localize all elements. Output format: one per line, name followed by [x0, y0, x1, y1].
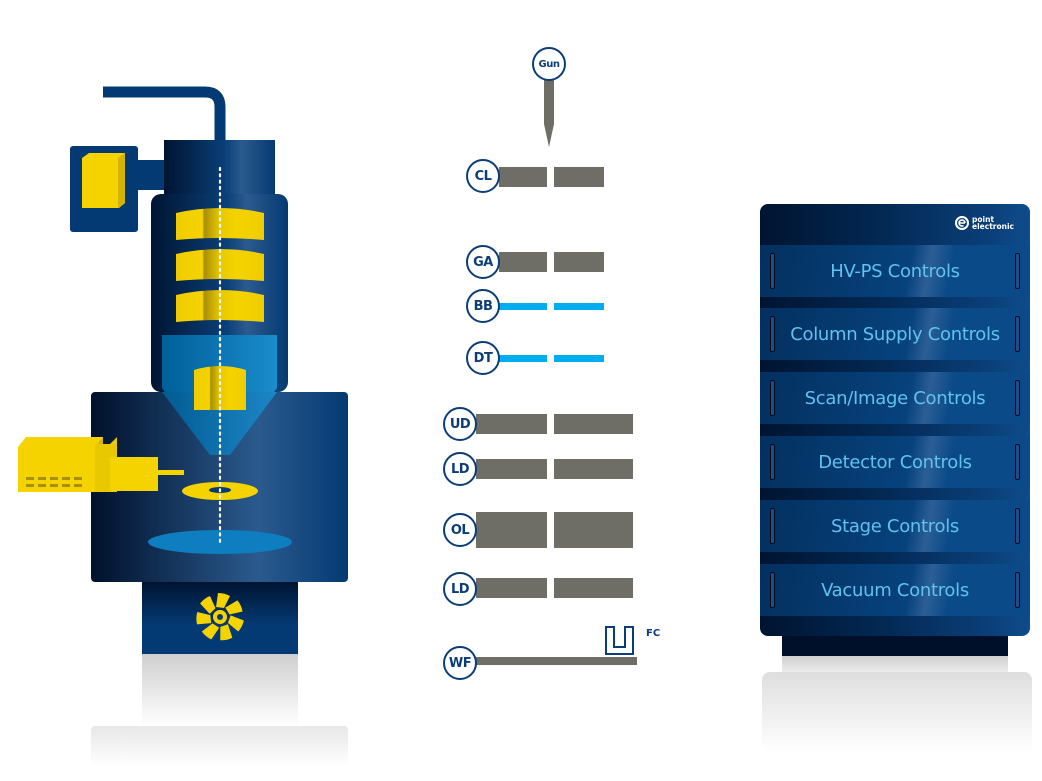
drawer-scan-image-controls[interactable]: Scan/Image Controls	[760, 372, 1030, 424]
drawer-handle-right[interactable]	[1015, 572, 1020, 608]
gun-tip	[544, 80, 554, 147]
ud-plate-left	[476, 414, 547, 434]
rack-shadow	[782, 656, 1008, 676]
drawer-handle-right[interactable]	[1015, 253, 1020, 289]
node-ol[interactable]: OL	[443, 513, 477, 547]
drawer-stage-controls[interactable]: Stage Controls	[760, 500, 1030, 552]
node-dt[interactable]: DT	[466, 341, 500, 375]
drawer-label: Column Supply Controls	[790, 323, 1000, 345]
dt-plate-right	[554, 355, 604, 362]
pump-connector	[136, 160, 166, 190]
ol-plate-left	[476, 512, 547, 548]
drawer-handle-right[interactable]	[1015, 316, 1020, 352]
wafer-stage-bar	[476, 657, 637, 665]
cl-plate-left	[499, 167, 547, 187]
side-detector	[18, 437, 184, 492]
ld-upper-plate-right	[554, 459, 633, 479]
node-ld-lower[interactable]: LD	[443, 572, 477, 606]
ld-lower-plate-left	[476, 578, 547, 598]
ld-lower-plate-right	[554, 578, 633, 598]
gas-pipe	[103, 86, 226, 140]
rack-foot	[782, 636, 1008, 656]
drawer-hv-ps-controls[interactable]: HV-PS Controls	[760, 245, 1030, 297]
drawer-label: Stage Controls	[831, 515, 959, 537]
brand-logo: point electronic	[955, 216, 1014, 230]
node-gun[interactable]: Gun	[532, 47, 566, 81]
ion-pump-block	[82, 153, 125, 208]
bb-plate-left	[499, 303, 547, 310]
faraday-cup-icon	[605, 626, 634, 655]
base-shadow	[142, 654, 298, 726]
drawer-handle-left[interactable]	[770, 444, 775, 480]
node-wf[interactable]: WF	[443, 646, 477, 680]
cl-plate-right	[554, 167, 604, 187]
brand-line-2: electronic	[972, 222, 1014, 231]
ud-plate-right	[554, 414, 633, 434]
dt-plate-left	[499, 355, 547, 362]
drawer-handle-left[interactable]	[770, 253, 775, 289]
bb-plate-right	[554, 303, 604, 310]
ga-plate-left	[499, 252, 547, 272]
ld-upper-plate-left	[476, 459, 547, 479]
drawer-label: HV-PS Controls	[830, 260, 960, 282]
node-cl[interactable]: CL	[466, 159, 500, 193]
ol-plate-right	[554, 512, 633, 548]
node-ga[interactable]: GA	[466, 245, 500, 279]
control-rack: point electronic HV-PS Controls Column S…	[760, 204, 1030, 636]
drawer-handle-left[interactable]	[770, 572, 775, 608]
node-bb[interactable]: BB	[466, 289, 500, 323]
microscope-illustration	[18, 86, 348, 766]
drawer-detector-controls[interactable]: Detector Controls	[760, 436, 1030, 488]
drawer-label: Vacuum Controls	[821, 579, 969, 601]
drawer-label: Scan/Image Controls	[804, 387, 986, 409]
rack-reflection	[762, 672, 1032, 752]
node-ld-upper[interactable]: LD	[443, 452, 477, 486]
drawer-handle-left[interactable]	[770, 508, 775, 544]
faraday-cup-label: FC	[646, 628, 661, 639]
turbo-pump-fan-icon	[196, 592, 244, 641]
drawer-handle-right[interactable]	[1015, 444, 1020, 480]
brand-line-1: point	[972, 215, 995, 224]
ga-plate-right	[554, 252, 604, 272]
drawer-handle-left[interactable]	[770, 316, 775, 352]
floor-reflection	[91, 726, 348, 766]
drawer-handle-left[interactable]	[770, 380, 775, 416]
drawer-label: Detector Controls	[818, 451, 972, 473]
drawer-vacuum-controls[interactable]: Vacuum Controls	[760, 564, 1030, 616]
drawer-handle-right[interactable]	[1015, 508, 1020, 544]
point-electronic-logo-icon	[955, 216, 970, 230]
drawer-handle-right[interactable]	[1015, 380, 1020, 416]
node-ud[interactable]: UD	[443, 407, 477, 441]
drawer-column-supply-controls[interactable]: Column Supply Controls	[760, 308, 1030, 360]
